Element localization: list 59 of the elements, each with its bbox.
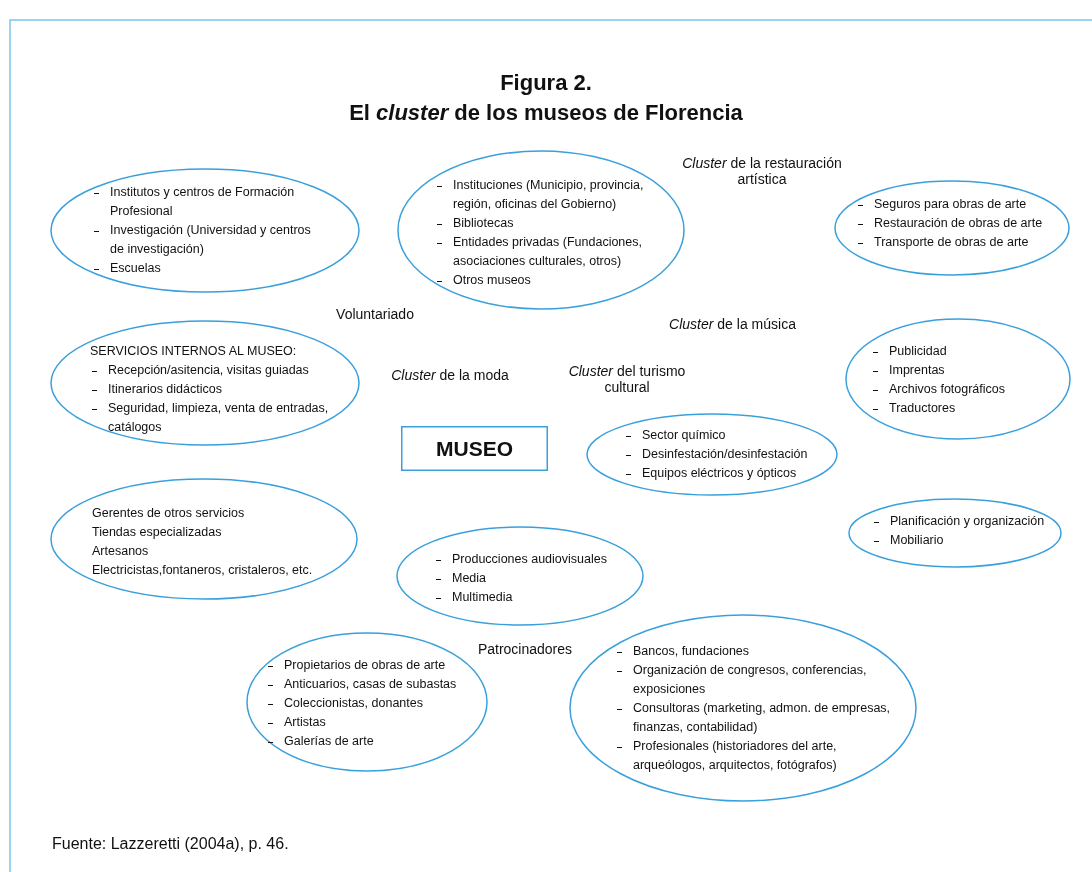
list-item: Transporte de obras de arte — [856, 233, 1066, 252]
cluster-label: Cluster del turismo cultural — [567, 363, 687, 395]
list-item: Producciones audiovisuales — [434, 550, 634, 569]
list-item: Electricistas,fontaneros, cristaleros, etc. — [92, 562, 314, 579]
list-item: Investigación (Universidad y centros de investigación) — [92, 221, 327, 259]
list-item: Desinfestación/desinfestación — [624, 445, 829, 464]
list-item: Otros museos — [435, 271, 660, 290]
cluster-label: Cluster de la restauración artística — [681, 155, 843, 187]
list-item: Artistas — [266, 713, 481, 732]
cluster-label: Patrocinadores — [476, 641, 574, 657]
cluster-ellipse — [845, 318, 1071, 440]
list-item: Seguros para obras de arte — [856, 195, 1066, 214]
list-item: Media — [434, 569, 634, 588]
cluster-ellipse — [586, 413, 838, 496]
cluster-ellipse — [50, 168, 360, 293]
list-item: Artesanos — [92, 543, 150, 560]
list-item: Propietarios de obras de arte — [266, 656, 481, 675]
list-item: Instituciones (Municipio, provincia, región, oficinas del Gobierno) — [435, 176, 660, 214]
list-item: Bancos, fundaciones — [615, 642, 905, 661]
figure-title: El cluster de los museos de Florencia — [348, 100, 744, 126]
cluster-ellipse — [50, 478, 358, 600]
source-note: Fuente: Lazzeretti (2004a), p. 46. — [52, 836, 289, 852]
list-item: Mobiliario — [872, 531, 1057, 550]
list-item: Equipos eléctricos y ópticos — [624, 464, 829, 483]
cluster-ellipse — [397, 150, 685, 310]
cluster-ellipse — [396, 526, 644, 626]
list-item: Escuelas — [92, 259, 327, 278]
list-item: Publicidad — [871, 342, 1051, 361]
list-item: Organización de congresos, conferencias, exposiciones — [615, 661, 905, 699]
list-item: Gerentes de otros servicios — [92, 505, 246, 522]
list-item: Bibliotecas — [435, 214, 660, 233]
cluster-label: Voluntariado — [335, 306, 415, 322]
cluster-label: Cluster de la música — [668, 316, 797, 332]
list-item: Planificación y organización — [872, 512, 1057, 531]
list-item: SERVICIOS INTERNOS AL MUSEO: — [90, 343, 298, 360]
list-item: Seguridad, limpieza, venta de entradas, catálogos — [90, 399, 340, 437]
list-item: Galerías de arte — [266, 732, 481, 751]
list-item: Profesionales (historiadores del arte, arqueólogos, arquitectos, fotógrafos) — [615, 737, 905, 775]
cluster-ellipse — [834, 180, 1070, 276]
list-item: Coleccionistas, donantes — [266, 694, 481, 713]
list-item: Tiendas especializadas — [92, 524, 223, 541]
list-item: Anticuarios, casas de subastas — [266, 675, 481, 694]
list-item: Institutos y centros de Formación Profesional — [92, 183, 327, 221]
figure-title: Figura 2. — [499, 70, 593, 96]
list-item: Traductores — [871, 399, 1051, 418]
cluster-label: Cluster de la moda — [390, 367, 510, 383]
process-box — [401, 426, 548, 471]
list-item: Recepción/asitencia, visitas guiadas — [90, 361, 340, 380]
list-item: Multimedia — [434, 588, 634, 607]
node-label: MUSEO — [435, 436, 514, 462]
list-item: Consultoras (marketing, admon. de empresas, finanzas, contabilidad) — [615, 699, 905, 737]
list-item: Entidades privadas (Fundaciones, asociaciones culturales, otros) — [435, 233, 660, 271]
list-item: Archivos fotográficos — [871, 380, 1051, 399]
list-item: Restauración de obras de arte — [856, 214, 1066, 233]
list-item: Sector químico — [624, 426, 829, 445]
list-item: Imprentas — [871, 361, 1051, 380]
cluster-ellipse — [50, 320, 360, 446]
list-item: Itinerarios didácticos — [90, 380, 340, 399]
cluster-ellipse — [848, 498, 1062, 568]
